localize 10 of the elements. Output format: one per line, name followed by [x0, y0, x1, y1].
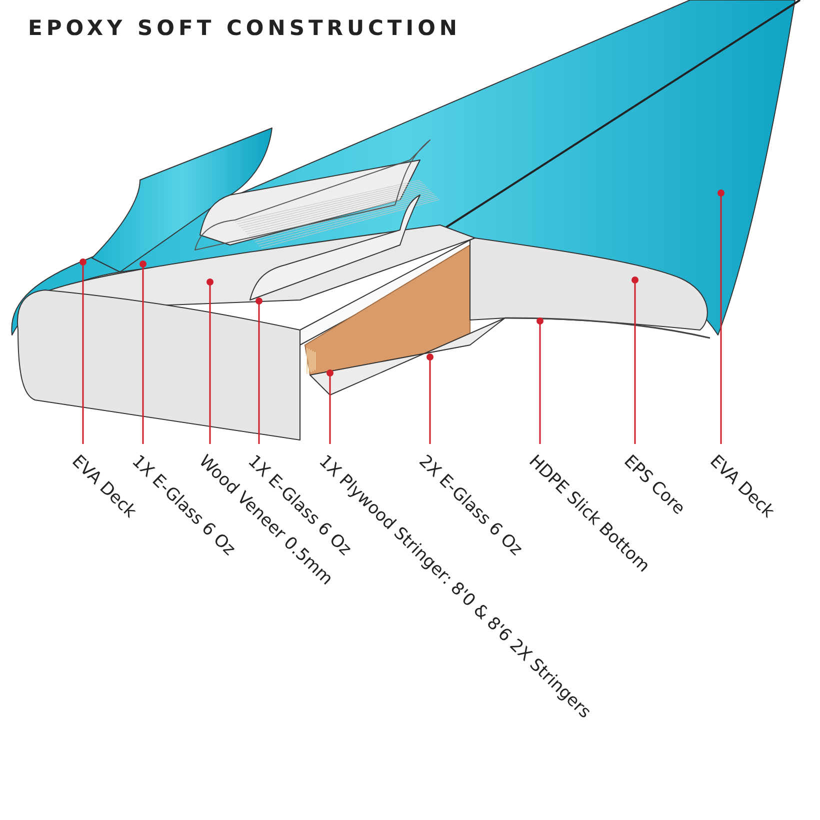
diagram-title: EPOXY SOFT CONSTRUCTION [28, 16, 461, 40]
leader-line [206, 278, 214, 444]
leader-line [140, 260, 146, 444]
leader-line [632, 276, 638, 444]
leader-line [536, 318, 544, 444]
leader-line [256, 298, 262, 444]
leader-line [80, 258, 86, 444]
leader-line [426, 354, 434, 444]
leader-line [718, 190, 724, 444]
leader-line [326, 370, 334, 444]
